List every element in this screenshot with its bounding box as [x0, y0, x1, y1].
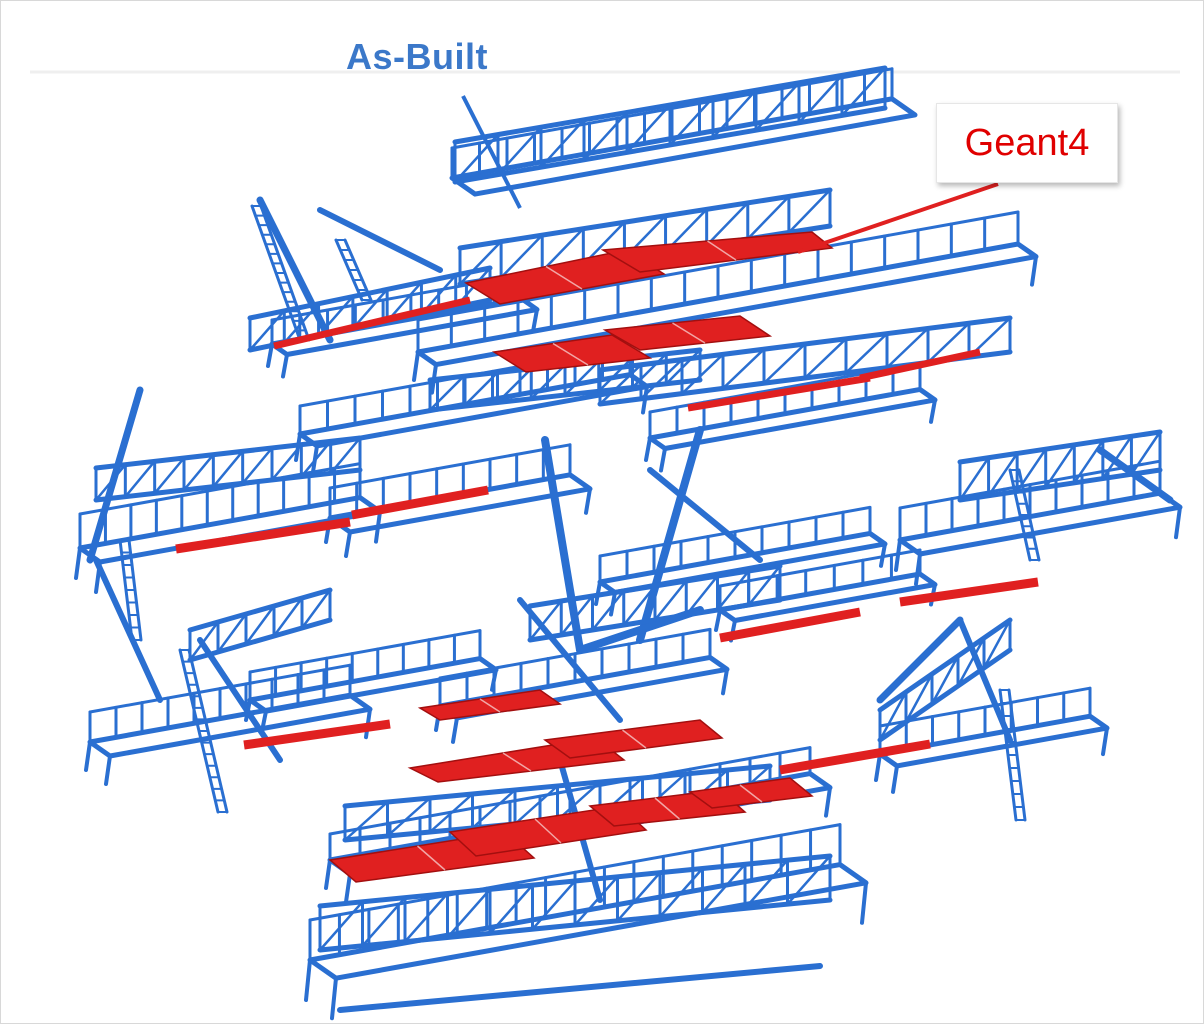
as-built-label: As-Built — [346, 36, 488, 77]
geant4-plate — [491, 334, 653, 373]
blue-beam — [317, 207, 443, 273]
blue-ladder — [178, 648, 229, 814]
geant4-strip — [859, 348, 981, 382]
geant4-elements — [175, 231, 1039, 883]
blue-truss — [187, 587, 333, 663]
blue-ladder — [118, 538, 143, 642]
as-built-leader-line — [461, 95, 522, 209]
blue-platform — [594, 505, 888, 617]
geant4-strip — [899, 577, 1039, 607]
blue-beam — [636, 426, 704, 644]
blue-beam — [93, 557, 163, 703]
blue-beam — [957, 617, 1013, 743]
blue-truss — [877, 617, 1013, 743]
blue-beam — [647, 467, 763, 563]
geant4-plate — [688, 777, 814, 809]
blue-truss — [957, 429, 1163, 503]
blue-beam — [337, 963, 823, 1013]
blue-beam — [541, 436, 584, 654]
geant4-plate — [448, 805, 648, 857]
blue-ladder — [334, 238, 373, 302]
blue-beam — [86, 386, 144, 564]
blue-truss — [317, 853, 833, 953]
blue-ladder — [1008, 468, 1041, 562]
geant4-plate — [464, 249, 667, 305]
geant4-strip — [687, 374, 871, 412]
blue-platform — [412, 210, 1039, 395]
geant4-strip — [719, 607, 861, 643]
blue-truss — [452, 65, 888, 185]
blue-platform — [714, 548, 938, 643]
blue-beam — [1096, 446, 1174, 504]
blue-beam — [517, 597, 623, 723]
geant4-plate — [543, 719, 724, 759]
geant4-leader-line — [797, 182, 999, 254]
geant4-strip — [779, 739, 931, 775]
blue-beam — [876, 616, 964, 704]
geant4-strip — [351, 485, 489, 520]
geant4-plate — [602, 315, 773, 351]
geant4-plate — [600, 231, 834, 273]
blue-truss — [427, 347, 703, 413]
geant4-strip — [243, 719, 391, 750]
blue-platform — [894, 459, 1183, 586]
geant4-label: Geant4 — [964, 121, 1090, 164]
blue-platform — [324, 443, 593, 558]
geant4-plate — [417, 689, 563, 721]
blue-platform — [874, 686, 1110, 794]
geant4-callout: Geant4 — [936, 103, 1118, 183]
geant4-strip — [273, 296, 471, 350]
blue-ladder — [998, 688, 1027, 822]
geant4-strip — [175, 517, 351, 554]
